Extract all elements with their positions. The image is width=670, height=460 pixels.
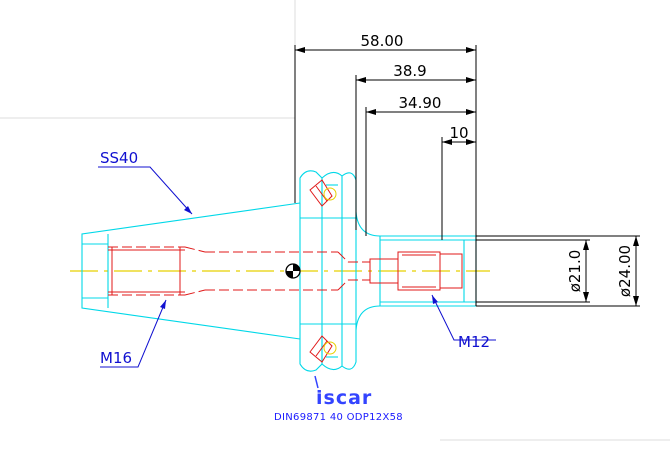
brand-logo: iscar [314,375,372,409]
dimension-arrows [295,47,639,306]
dimension-length-c: 10 [449,124,468,142]
dimension-diameter-b: ø24.00 [616,245,634,297]
callout-taper: SS40 [100,149,138,167]
dimension-length-a: 38.9 [393,62,426,80]
flange [299,170,323,203]
hidden-bore [108,246,370,296]
dimension-overall-length: 58.00 [361,32,404,50]
front-thread-hatch [369,251,463,291]
callout-front-thread: M12 [458,333,490,351]
sheet-border [0,0,670,441]
dimension-length-b: 34.90 [399,94,442,112]
callout-rear-thread: M16 [100,349,132,367]
drive-slot-bottom [309,335,337,363]
rear-thread-hatch [108,247,185,295]
leader-lines [98,166,496,368]
taper-shank [81,202,301,340]
dimension-lines [294,45,640,307]
leader-arrows [160,206,438,309]
brand-logo-text: iscar [316,387,372,409]
drive-slot-top [309,179,337,207]
tool-designation: DIN69871 40 ODP12X58 [274,412,403,423]
collar [355,211,476,237]
center-marker [285,263,301,279]
dimension-diameter-a: ø21.0 [566,250,584,293]
